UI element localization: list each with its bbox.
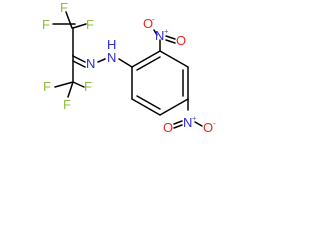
bond [153, 29, 158, 36]
nitro-oxygen: O [163, 120, 173, 135]
negative-charge: - [213, 119, 216, 128]
positive-charge: + [192, 114, 197, 123]
bond [67, 81, 74, 98]
bond [136, 56, 161, 71]
bond [72, 81, 85, 88]
hydrazine-hydrogen: H [107, 37, 116, 52]
nitro-oxygen: O [176, 33, 186, 48]
atom-labels: F F F F F F N N H N + O - O N + O O - [42, 0, 216, 135]
positive-charge: + [164, 27, 169, 36]
bond-lines [52, 11, 203, 129]
imine-nitrogen: N [86, 56, 95, 71]
bond [72, 23, 87, 29]
fluorine-atom: F [60, 0, 68, 15]
nitro-nitrogen: N [155, 28, 164, 43]
bond [173, 124, 183, 129]
bond [72, 60, 86, 68]
nitro-oxygen: O [203, 120, 213, 135]
bond [165, 39, 176, 44]
bond [131, 98, 161, 116]
bond [194, 121, 203, 127]
fluorine-atom: F [43, 79, 51, 94]
bond [131, 50, 161, 68]
fluorine-atom: F [86, 17, 94, 32]
bond [159, 50, 189, 68]
fluorine-atom: F [42, 17, 50, 32]
fluorine-atom: F [63, 97, 71, 112]
molecule-structure: F F F F F F N N H N + O - O N + O O - [0, 0, 248, 158]
canvas-background [0, 0, 248, 158]
nitro-oxygen: O [143, 16, 153, 31]
bond [165, 35, 176, 40]
bond [173, 120, 183, 125]
nitro-nitrogen: N [183, 115, 192, 130]
fluorine-atom: F [84, 79, 92, 94]
hydrazine-nitrogen: N [107, 50, 116, 65]
negative-charge: - [152, 15, 155, 24]
bond [72, 55, 86, 63]
bond [65, 11, 73, 29]
bond [159, 98, 189, 116]
bond [54, 81, 74, 88]
bond [136, 95, 161, 110]
bond [97, 58, 106, 63]
bond [118, 58, 133, 68]
